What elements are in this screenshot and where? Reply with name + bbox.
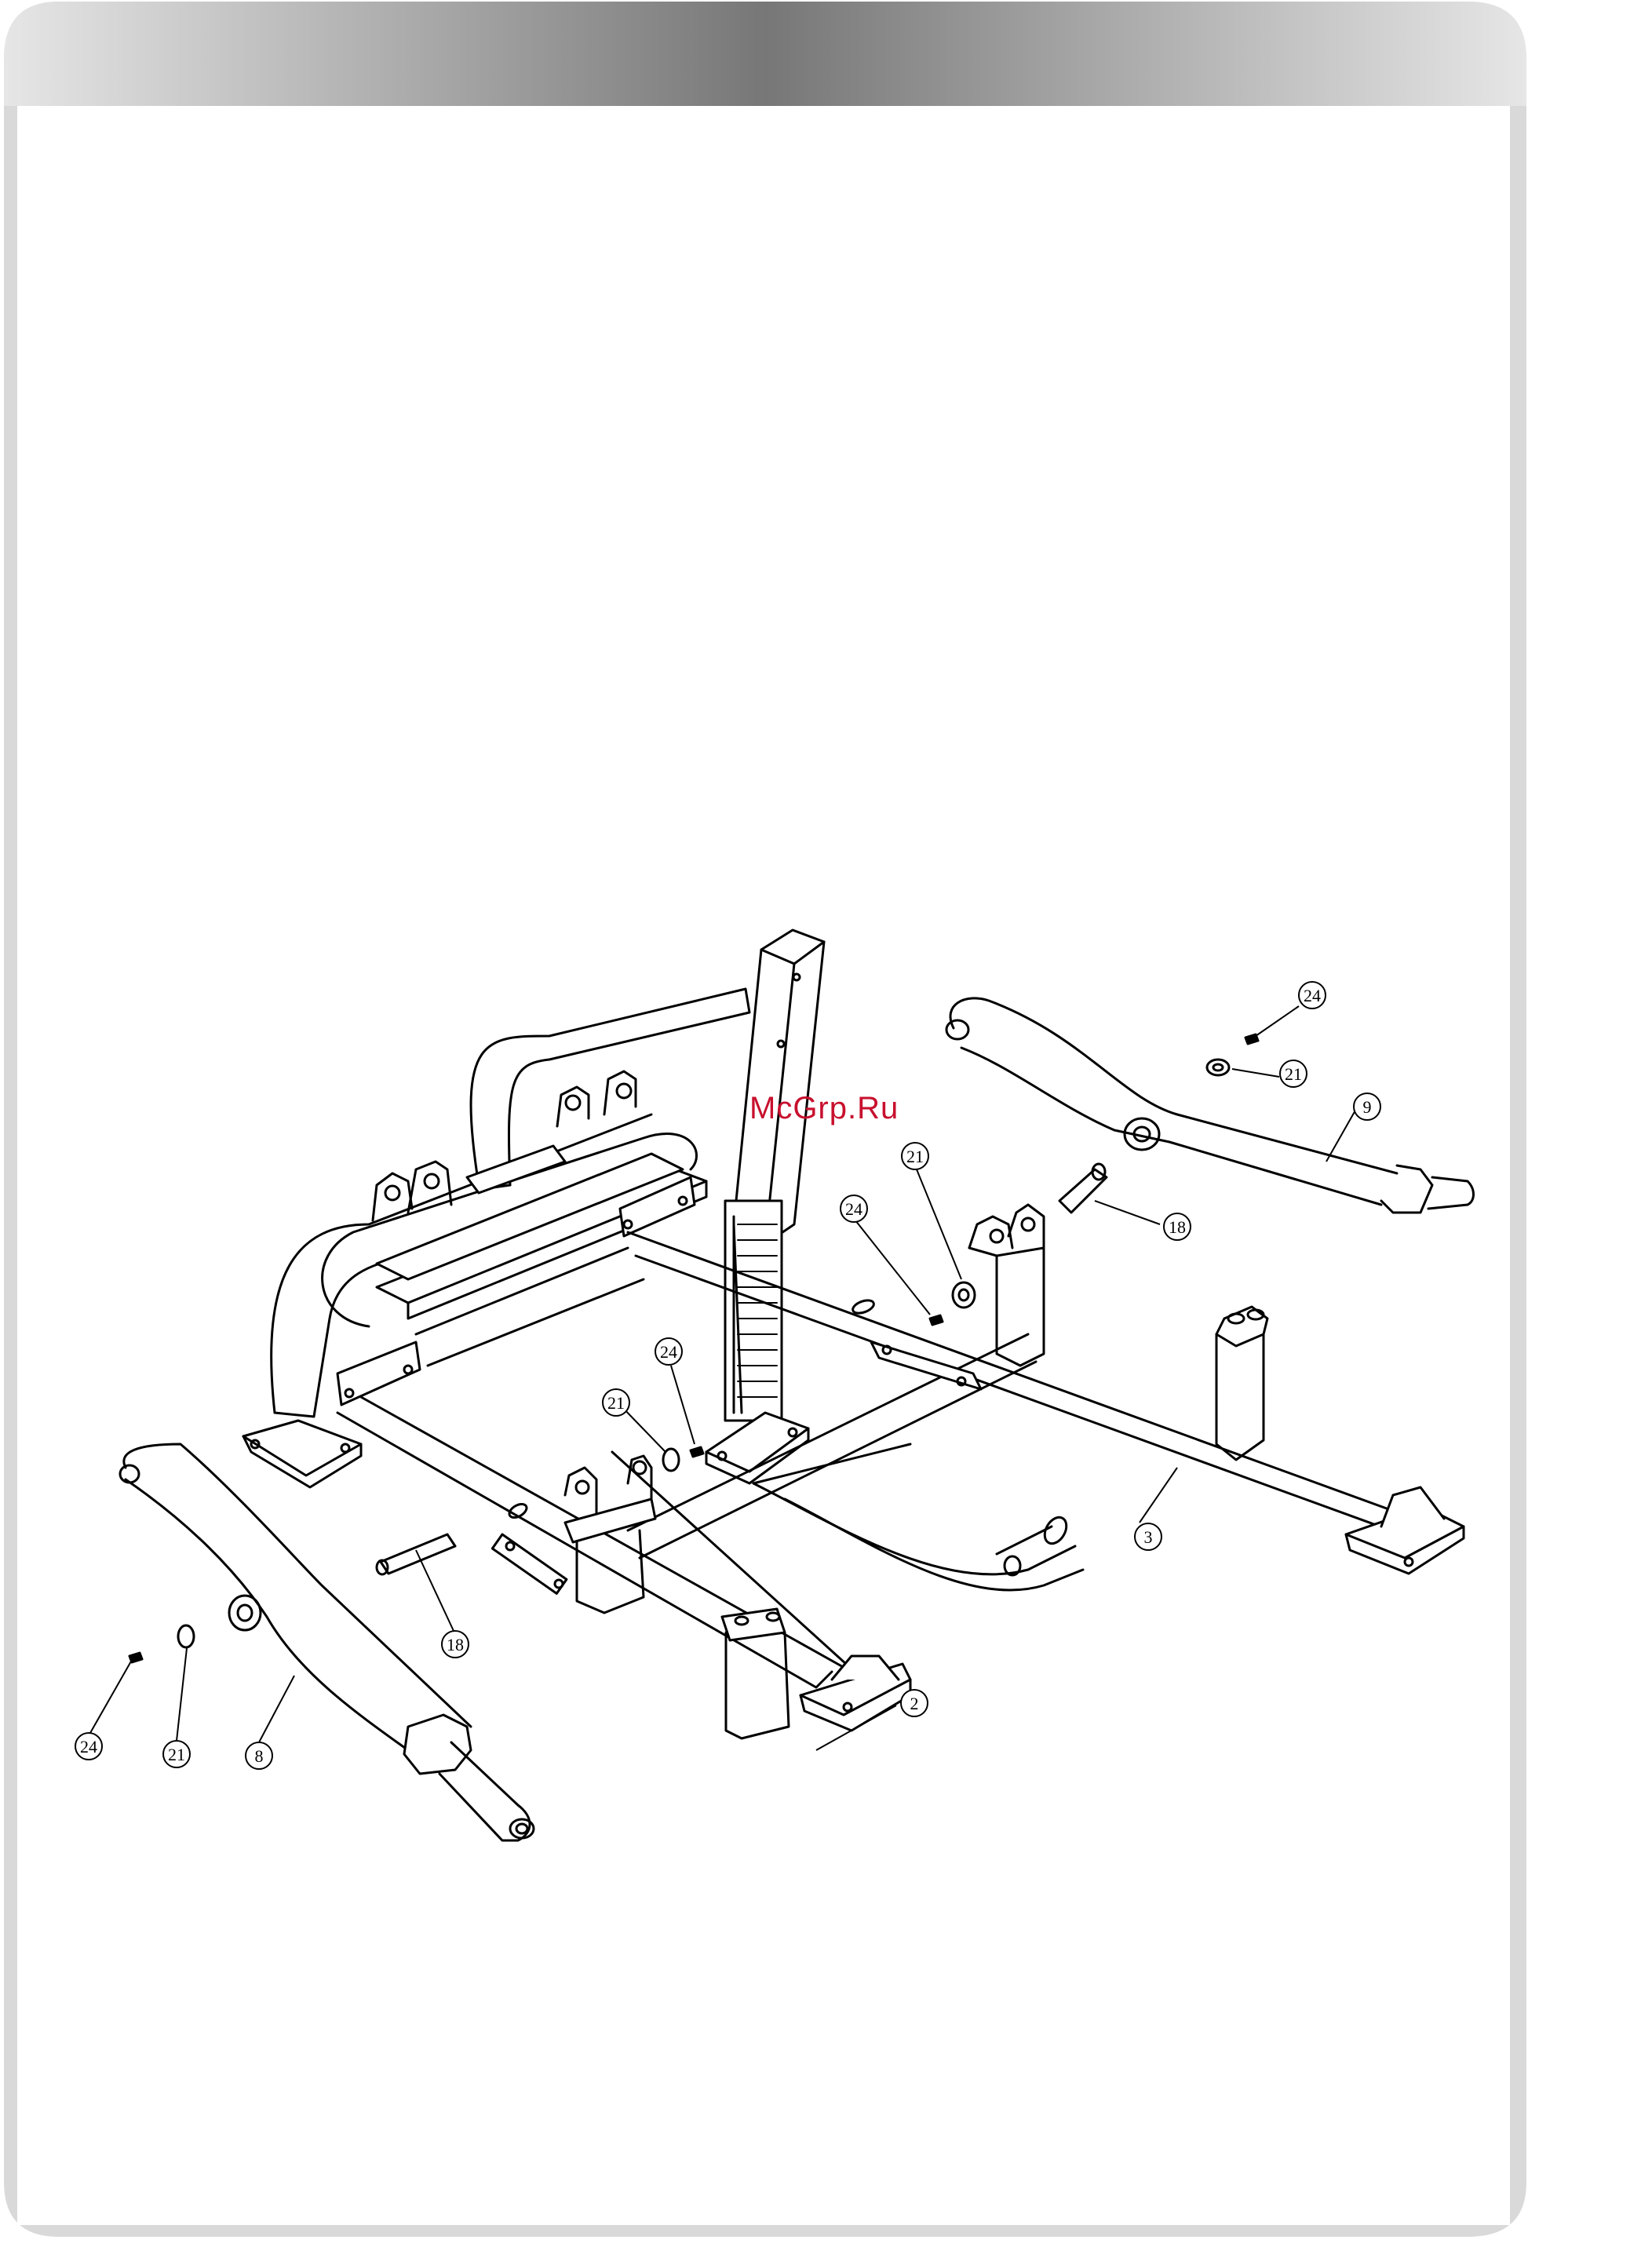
watermark-text: McGrp.Ru bbox=[749, 1091, 899, 1126]
callout-24-center: 24 bbox=[660, 1342, 677, 1362]
callout-18-left: 18 bbox=[447, 1635, 464, 1654]
callout-9: 9 bbox=[1363, 1097, 1372, 1117]
callout-18-right: 18 bbox=[1169, 1217, 1186, 1237]
callout-24-mid: 24 bbox=[845, 1199, 862, 1219]
callout-21-top: 21 bbox=[1285, 1064, 1302, 1084]
callout-3: 3 bbox=[1144, 1527, 1153, 1547]
callout-8: 8 bbox=[255, 1746, 264, 1766]
callout-21-left: 21 bbox=[168, 1745, 185, 1764]
callout-24-left: 24 bbox=[80, 1737, 97, 1756]
callout-2: 2 bbox=[910, 1694, 919, 1713]
header-band bbox=[4, 2, 1526, 106]
callout-21-center: 21 bbox=[607, 1393, 625, 1413]
callout-21-mid: 21 bbox=[906, 1147, 924, 1166]
page-content-area bbox=[17, 106, 1510, 2225]
callout-24-top: 24 bbox=[1304, 986, 1321, 1005]
